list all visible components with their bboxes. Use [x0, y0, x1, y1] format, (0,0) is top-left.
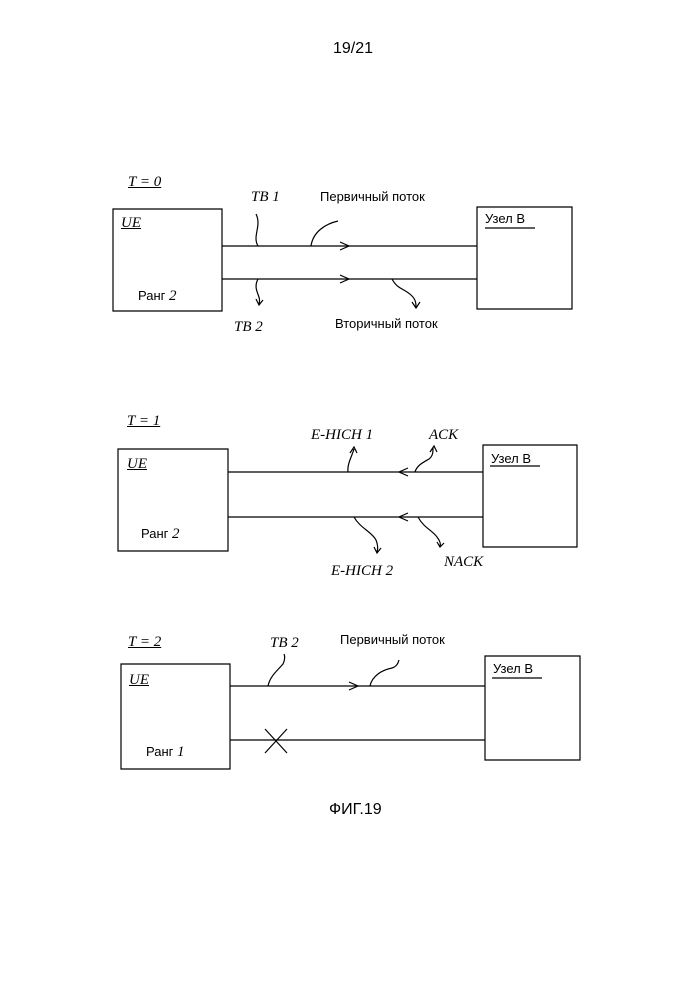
ehich2-label-t1: E-HICH 2	[331, 564, 393, 579]
time-label-t0: T = 0	[128, 175, 161, 190]
rank-word-t0: Ранг	[138, 288, 165, 303]
tb1-label-t0: TB 1	[251, 190, 280, 205]
ack-leader-t1	[415, 446, 437, 472]
tb1-leader-t0	[256, 214, 258, 246]
ue-label-t1: UE	[127, 457, 147, 472]
ack-label-t1: ACK	[429, 428, 458, 443]
time-label-t1: T = 1	[127, 414, 160, 429]
rank-label-t1: Ранг 2	[141, 527, 180, 542]
tb2-leader-t2	[268, 654, 285, 686]
primary-leader-t0	[311, 221, 338, 246]
rank-word-t1: Ранг	[141, 526, 168, 541]
ehich1-label-t1: E-HICH 1	[311, 428, 373, 443]
tb2-label-t2: TB 2	[270, 636, 299, 651]
rank-label-t2: Ранг 1	[146, 745, 185, 760]
node-b-label-t0: Узел B	[485, 212, 525, 225]
rank-label-t0: Ранг 2	[138, 289, 177, 304]
rank-value-t2: 1	[177, 744, 185, 760]
primary-leader-t2	[370, 660, 399, 686]
rank-value-t0: 2	[169, 288, 177, 304]
ue-label-t2: UE	[129, 673, 149, 688]
primary-stream-label-t0: Первичный поток	[320, 190, 425, 203]
node-b-label-t2: Узел B	[493, 662, 533, 675]
nack-leader-t1	[418, 517, 444, 547]
node-b-label-t1: Узел B	[491, 452, 531, 465]
secondary-stream-label-t0: Вторичный поток	[335, 317, 438, 330]
ue-label-t0: UE	[121, 216, 141, 231]
time-label-t2: T = 2	[128, 635, 161, 650]
page-number: 19/21	[333, 41, 373, 57]
secondary-leader-t0	[392, 279, 420, 308]
tb2-leader-t0	[256, 279, 263, 305]
figure-caption: ФИГ.19	[329, 802, 382, 818]
tb2-label-t0: TB 2	[234, 320, 263, 335]
nack-label-t1: NACK	[444, 555, 483, 570]
primary-stream-label-t2: Первичный поток	[340, 633, 445, 646]
ehich1-leader-t1	[348, 447, 357, 472]
rank-word-t2: Ранг	[146, 744, 173, 759]
ehich2-leader-t1	[354, 517, 381, 553]
rank-value-t1: 2	[172, 526, 180, 542]
